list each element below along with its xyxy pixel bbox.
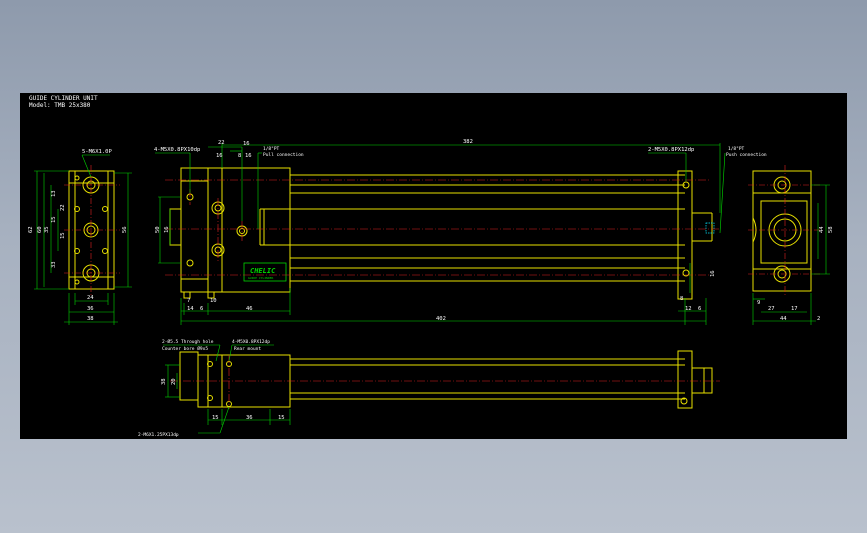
drawing-model: Model: TMB 25x380 <box>29 102 91 109</box>
dim-inner-22: 22 <box>60 204 66 211</box>
callout-top-left: 2-Ø5.5 Through hole <box>162 338 214 345</box>
dim-front-22: 22 <box>218 140 225 146</box>
right-end-view: 44 58 9 27 17 44 2 <box>748 165 834 325</box>
callout-front-left: 4-M5X0.8PX10dp <box>154 147 200 153</box>
dim-inner-15: 15 <box>60 232 66 239</box>
dim-front-rod-16: 16 <box>710 270 716 277</box>
top-view: 38 20 15 36 15 2-Ø5.5 Through hole Count… <box>138 338 720 438</box>
left-end-view: 62 60 35 15 33 13 15 22 56 24 36 38 5-M6… <box>28 149 132 325</box>
dim-front-inner-16b: 16 <box>245 153 252 159</box>
dim-right-44: 44 <box>819 226 825 233</box>
dim-right-58: 58 <box>828 226 834 233</box>
dim-front-inner-16a: 16 <box>216 153 223 159</box>
dim-front-bottom-8: 8 <box>680 296 683 302</box>
dim-bottom-36: 36 <box>87 306 94 312</box>
dim-front-bottom-46: 46 <box>246 306 253 312</box>
dim-front-left-50: 50 <box>155 226 161 233</box>
dim-front-bottom-6b: 6 <box>698 306 701 312</box>
dim-top-20: 20 <box>171 378 177 385</box>
dim-right-bottom-9: 9 <box>757 300 760 306</box>
dim-bottom-24: 24 <box>87 295 94 301</box>
port-top-note: Pull connection <box>263 152 304 158</box>
dim-top-bottom-36: 36 <box>246 415 253 421</box>
dim-top-bottom-15b: 15 <box>278 415 285 421</box>
cad-canvas: 62 60 35 15 33 13 15 22 56 24 36 38 5-M6… <box>28 139 834 438</box>
dim-right-bottom-27: 27 <box>768 306 775 312</box>
dim-front-bottom-402: 402 <box>436 316 446 322</box>
callout-top-bottom: 2-M6X1.25PX13dp <box>138 432 179 438</box>
callout-top-mid: 4-M5X0.8PX12dp <box>232 339 270 345</box>
dim-front-382: 382 <box>463 139 473 145</box>
dim-height-33: 33 <box>51 261 57 268</box>
brand-label-text: CHELIC <box>250 267 276 275</box>
front-view: CHELIC GUIDE CYLINDER <box>154 139 767 325</box>
callout-front-right: 2-M5X0.8PX12dp <box>648 147 694 153</box>
dim-front-bottom-10: 10 <box>210 298 217 304</box>
dim-front-bottom-14: 14 <box>187 306 194 312</box>
dim-inner-13: 13 <box>51 190 57 197</box>
dim-right-bottom-17: 17 <box>791 306 798 312</box>
dim-right-bottom-2: 2 <box>817 316 820 322</box>
brand-label: CHELIC GUIDE CYLINDER <box>243 262 287 282</box>
dim-front-16: 16 <box>243 141 250 147</box>
dim-right-bottom-44: 44 <box>780 316 787 322</box>
brand-label-subtitle: GUIDE CYLINDER <box>248 276 273 280</box>
port-right-label: 1/8"PT <box>728 146 745 152</box>
dim-bottom-38: 38 <box>87 316 94 322</box>
dim-front-left-16: 16 <box>164 226 170 233</box>
drawing-title: GUIDE CYLINDER UNIT <box>29 95 98 102</box>
dim-height-60: 60 <box>37 226 43 233</box>
dim-height-15: 15 <box>51 216 57 223</box>
callout-top-left-sub: Counter bore Ø9x5 <box>162 345 208 352</box>
dim-top-bottom-15a: 15 <box>212 415 219 421</box>
dim-height-35: 35 <box>44 226 50 233</box>
dim-top-38: 38 <box>161 378 167 385</box>
cad-drawing-area: GUIDE CYLINDER UNIT Model: TMB 25x380 <box>20 93 847 439</box>
callout-top-mid-sub: Rear mount <box>234 346 261 352</box>
callout-tapped-holes: 5-M6X1.0P <box>82 149 112 155</box>
dim-front-bottom-6: 6 <box>200 306 203 312</box>
dim-front-bottom-7: 7 <box>187 298 190 304</box>
port-right-note: Push connection <box>726 152 767 158</box>
port-top-label: 1/8"PT <box>263 146 280 152</box>
dim-front-bottom-12: 12 <box>685 306 692 312</box>
dim-front-inner-8: 8 <box>238 153 241 159</box>
dim-width-56: 56 <box>122 226 128 233</box>
dim-height-62: 62 <box>28 226 34 233</box>
